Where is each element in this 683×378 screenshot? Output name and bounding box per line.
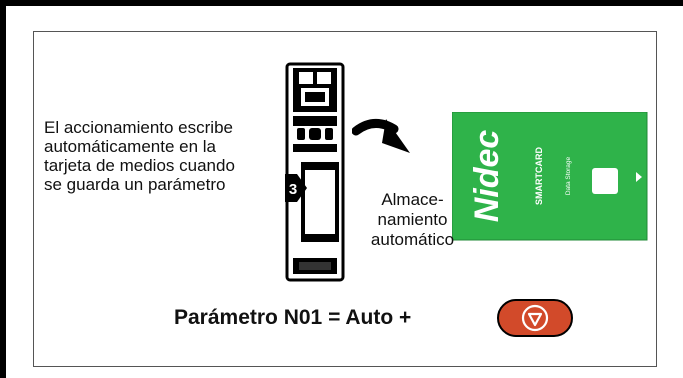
smartcard-illustration: Nidec SMARTCARD Data Storage (452, 112, 648, 241)
description-text: El accionamiento escribe automáticamente… (44, 118, 274, 194)
card-caption: Data Storage (565, 156, 572, 195)
description-line: automáticamente en la (44, 137, 216, 156)
callout-number: 3 (289, 181, 297, 198)
drive-illustration: 3 (285, 62, 345, 282)
card-product: SMARTCARD (534, 147, 544, 205)
description-line: El accionamiento escribe (44, 118, 233, 137)
stop-octagon-icon (521, 304, 549, 332)
storage-line: namiento (377, 210, 448, 229)
storage-line: Almace- (381, 190, 444, 209)
stop-button[interactable] (496, 298, 574, 338)
description-line: se guarda un parámetro (44, 175, 226, 194)
storage-line: automático (370, 230, 455, 249)
card-brand: Nidec (468, 130, 506, 223)
parameter-formula: Parámetro N01 = Auto + (174, 306, 412, 329)
description-line: tarjeta de medios cuando (44, 156, 235, 175)
auto-storage-label: Almace- namiento automático (355, 190, 470, 250)
callout-badge: 3 (285, 174, 307, 202)
curved-arrow-icon (352, 119, 410, 153)
